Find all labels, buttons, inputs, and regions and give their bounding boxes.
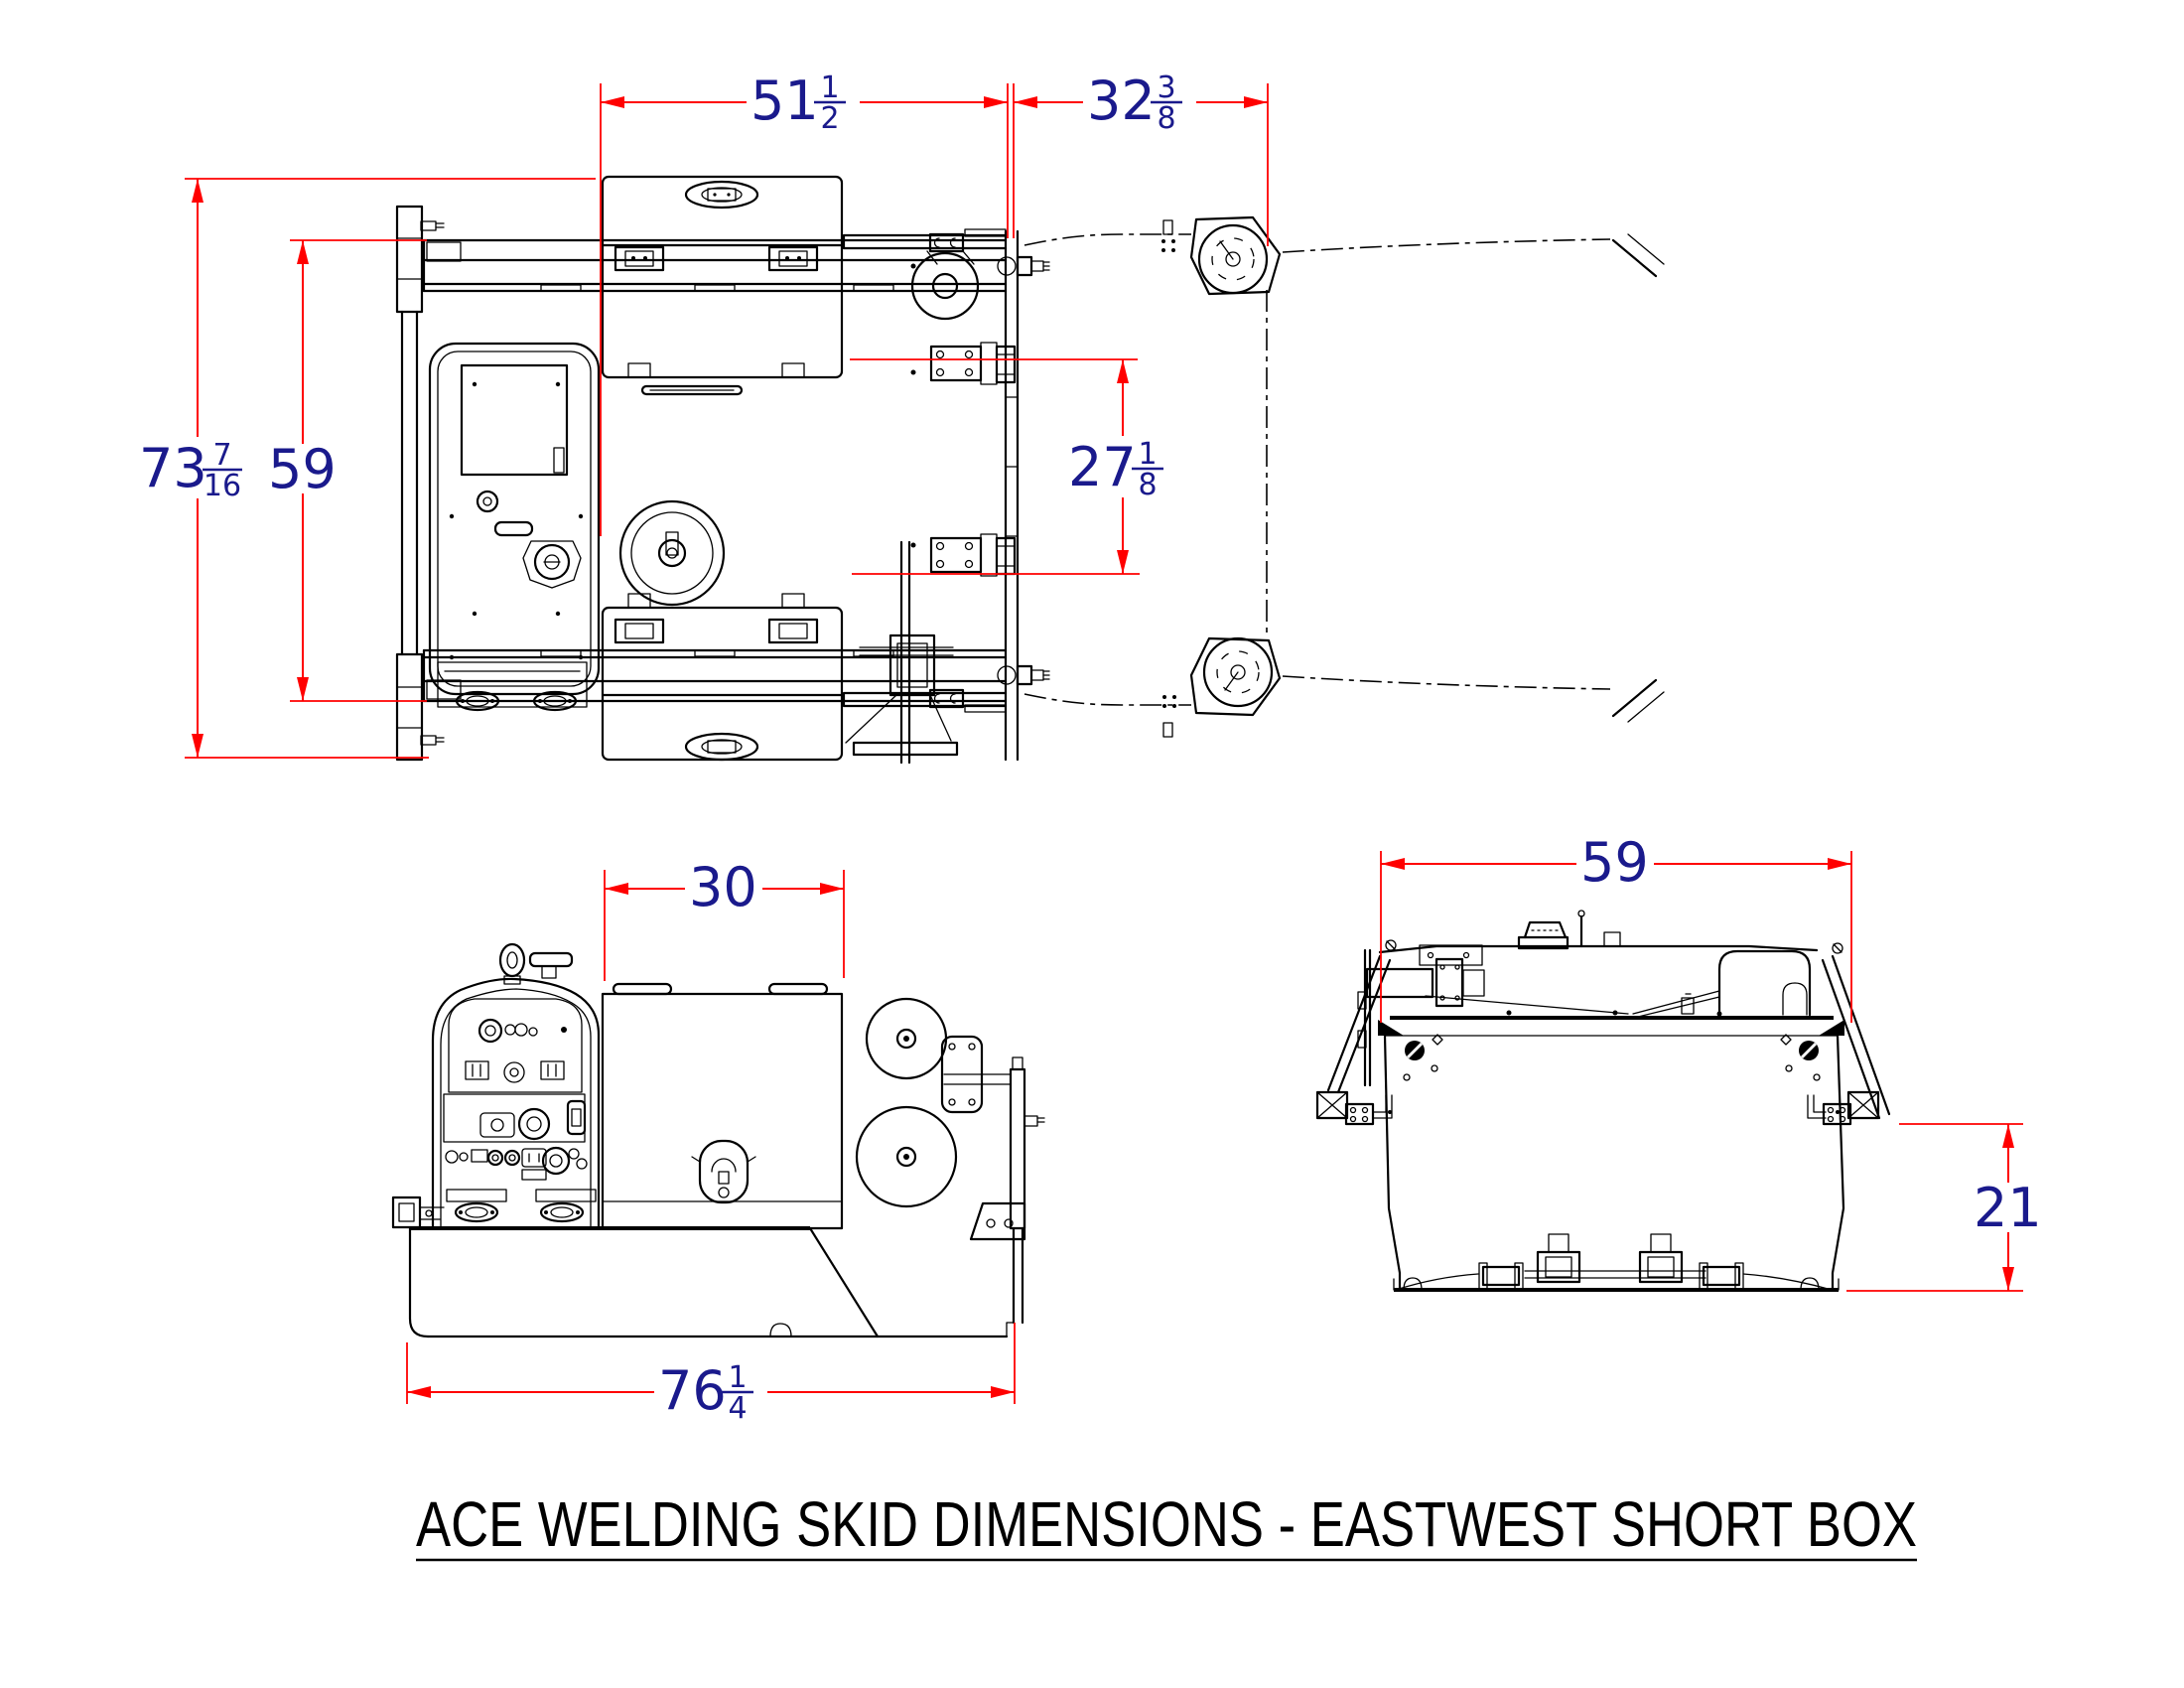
svg-text:1: 1	[820, 70, 839, 105]
drawing-title: ACE WELDING SKID DIMENSIONS - EASTWEST S…	[416, 1488, 1917, 1560]
svg-text:76: 76	[658, 1359, 727, 1422]
svg-text:1: 1	[728, 1360, 747, 1395]
dimension-label-dim-59-end: 59	[1580, 831, 1649, 894]
svg-text:27: 27	[1068, 436, 1137, 498]
svg-text:7: 7	[212, 438, 231, 473]
svg-text:8: 8	[1157, 101, 1175, 136]
svg-text:1: 1	[1138, 437, 1157, 472]
svg-text:59: 59	[1580, 831, 1649, 894]
svg-text:51: 51	[751, 70, 819, 132]
svg-text:59: 59	[268, 438, 337, 500]
svg-text:3: 3	[1157, 70, 1175, 105]
svg-text:73: 73	[139, 437, 207, 499]
svg-text:2: 2	[820, 101, 839, 136]
svg-text:4: 4	[728, 1391, 747, 1426]
end-view-linework	[1315, 910, 1891, 1292]
svg-text:8: 8	[1138, 468, 1157, 502]
svg-text:32: 32	[1087, 70, 1156, 132]
side-view-linework	[391, 942, 1045, 1338]
dimension-label-dim-30: 30	[689, 856, 757, 918]
svg-text:16: 16	[204, 469, 241, 503]
svg-text:21: 21	[1974, 1177, 2042, 1239]
dimension-label-dim-21: 21	[1974, 1177, 2042, 1239]
svg-text:30: 30	[689, 856, 757, 918]
dimension-label-dim-59-left: 59	[268, 438, 337, 500]
top-view-linework	[395, 175, 1050, 765]
phantom-truck-outline	[1024, 215, 1665, 738]
